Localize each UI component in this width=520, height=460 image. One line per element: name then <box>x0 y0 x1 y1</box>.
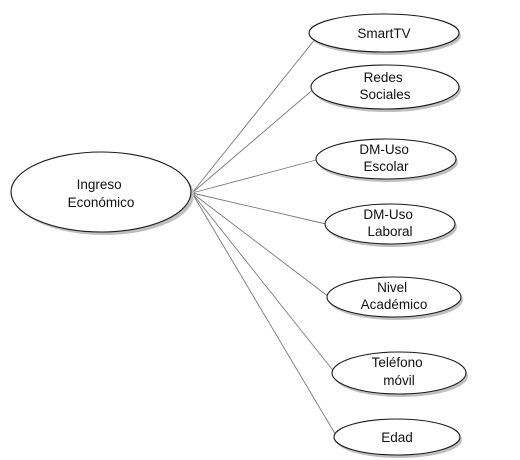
target-node-smarttv: SmartTV <box>308 13 461 55</box>
target-label-line: Edad <box>381 430 413 445</box>
target-label: DM-Uso Laboral <box>363 207 416 239</box>
target-label-line: DM-Uso <box>363 207 413 222</box>
target-label: Edad <box>381 430 413 445</box>
target-ellipse <box>310 64 460 110</box>
target-node-redes-sociales: Redes Sociales <box>310 64 461 112</box>
target-label: Teléfono móvil <box>372 355 427 388</box>
target-label-line: DM-Uso <box>359 142 409 157</box>
target-label-line: Teléfono <box>372 355 423 370</box>
center-label-line: Económico <box>68 195 135 210</box>
target-label: DM-Uso Escolar <box>359 142 412 174</box>
target-label-line: Laboral <box>367 224 412 239</box>
target-label: Redes Sociales <box>359 70 410 102</box>
target-node-dm-uso-laboral: DM-Uso Laboral <box>324 203 457 247</box>
target-ellipse <box>333 418 461 456</box>
connector-smarttv <box>191 32 321 194</box>
target-label-line: Escolar <box>363 159 409 174</box>
target-label: SmartTV <box>357 26 410 41</box>
target-ellipse <box>315 138 457 180</box>
target-label-line: SmartTV <box>357 26 410 41</box>
target-node-nivel-academico: Nivel Académico <box>326 276 463 320</box>
connector-dm-uso-laboral <box>191 192 327 225</box>
target-ellipse <box>326 276 462 318</box>
target-label-line: Sociales <box>359 87 410 102</box>
target-node-telefono-movil: Teléfono móvil <box>331 351 468 397</box>
target-node-edad: Edad <box>333 418 462 458</box>
connector-edad <box>191 192 338 438</box>
connector-nivel-academico <box>191 192 330 298</box>
center-ellipse <box>10 151 192 233</box>
target-label-line: Redes <box>364 70 403 85</box>
target-node-dm-uso-escolar: DM-Uso Escolar <box>315 138 458 182</box>
center-node: Ingreso Económico <box>10 151 194 235</box>
center-label-line: Ingreso <box>77 177 122 192</box>
center-label: Ingreso Económico <box>68 177 135 210</box>
target-ellipse <box>308 13 460 53</box>
target-label-line: móvil <box>383 373 415 388</box>
target-ellipse <box>324 203 456 245</box>
target-label: Nivel Académico <box>361 280 428 312</box>
connector-dm-uso-escolar <box>191 158 321 194</box>
target-ellipse <box>331 351 467 395</box>
connector-telefono-movil <box>191 192 336 374</box>
connector-lines <box>191 32 338 438</box>
target-label-line: Académico <box>361 297 428 312</box>
target-label-line: Nivel <box>377 280 407 295</box>
connector-redes-sociales <box>191 86 317 194</box>
